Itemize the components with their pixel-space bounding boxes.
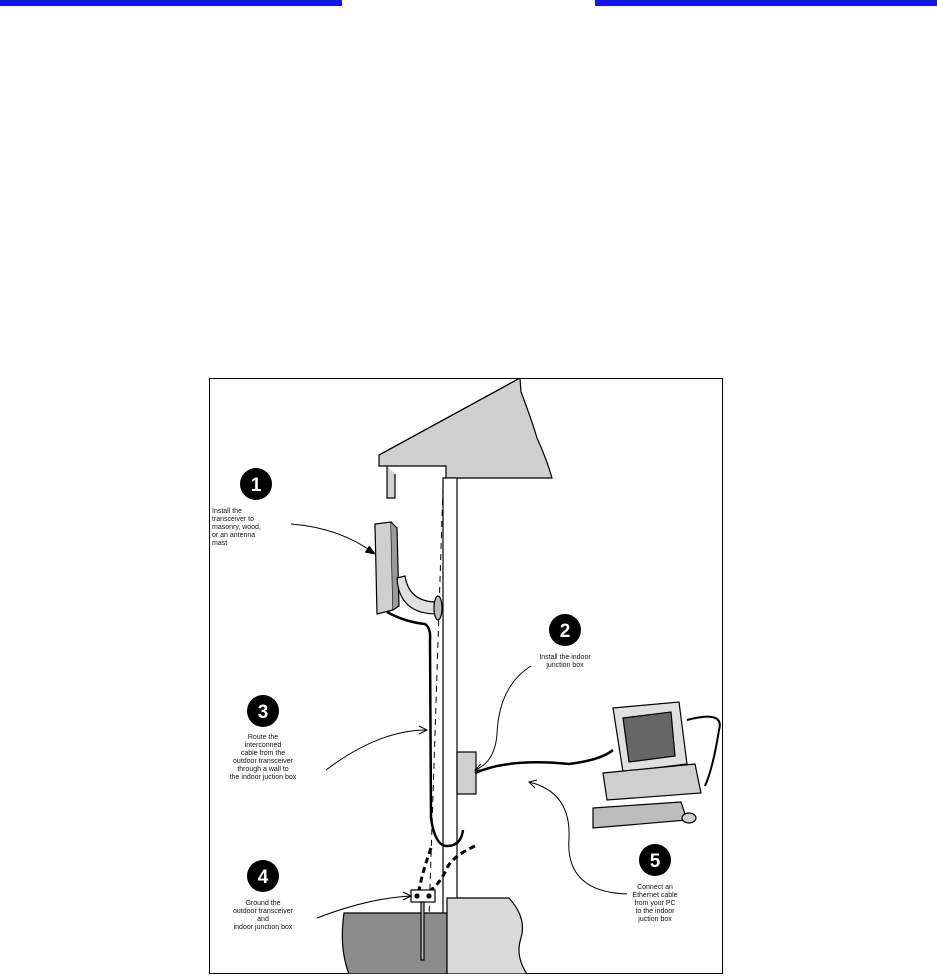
step-4-caption-line-4: indoor junction box (234, 924, 293, 931)
step-4-caption-line-1: Ground the (245, 900, 280, 907)
ethernet-cable (474, 749, 614, 775)
installation-diagram: 1 Install the transceiver to masonry, wo… (209, 378, 723, 974)
ground-clamp (410, 844, 476, 961)
step-5-caption-line-4: to the indoor (636, 908, 676, 915)
step-2-number: 2 (560, 621, 571, 642)
step-5-badge (639, 844, 671, 876)
step-4-badge (247, 860, 279, 892)
step-5: 5 Connect an Ethernet cable from your PC… (632, 844, 678, 923)
step-3-caption-line-1: Route the (248, 734, 278, 741)
step-4-number: 4 (258, 867, 269, 888)
step-1-caption-line-2: transceiver to (212, 516, 254, 523)
step-5-number: 5 (650, 851, 661, 872)
step-3-caption-line-6: the indoor juction box (230, 774, 297, 781)
step-1-caption-line-4: or an antenna (212, 532, 255, 539)
header-rule-right (595, 0, 937, 6)
step-3: 3 Route the interconned cable from the o… (230, 695, 297, 781)
step-4: 4 Ground the outdoor transceiver and ind… (233, 860, 294, 931)
step-3-caption-line-5: through a wall to (237, 766, 288, 773)
step-2-caption-line-1: Install the indoor (539, 654, 591, 661)
roof-eave (378, 378, 553, 499)
step-3-caption-line-4: outdoor transceiver (233, 758, 294, 765)
step-3-badge (247, 695, 279, 727)
indoor-junction-box (456, 751, 477, 795)
step-2-caption-line-2: junction box (545, 662, 584, 669)
step-5-caption-line-5: juction box (637, 916, 672, 923)
step-3-caption-line-3: cable from the (241, 750, 285, 757)
step-5-caption-line-3: from your PC (634, 900, 675, 907)
step-2-badge (549, 614, 581, 646)
leader-arrows (290, 523, 628, 919)
step-1-badge (240, 468, 272, 500)
step-3-number: 3 (258, 702, 269, 723)
step-5-caption-line-2: Ethernet cable (632, 892, 677, 899)
step-1: 1 Install the transceiver to masonry, wo… (212, 468, 272, 547)
step-1-caption-line-5: mast (212, 540, 227, 547)
interconnect-cable (386, 610, 465, 848)
header-rule-left (0, 0, 342, 6)
step-4-caption-line-2: outdoor transceiver (233, 908, 294, 915)
outdoor-transceiver (374, 521, 443, 621)
step-2: 2 Install the indoor junction box (539, 614, 591, 669)
step-3-caption-line-2: interconned (245, 742, 282, 749)
pc-computer (592, 701, 702, 829)
step-5-caption-line-1: Connect an (637, 884, 673, 891)
step-1-caption-line-1: Install the (212, 508, 242, 515)
step-1-caption-line-3: masonry, wood, (212, 524, 261, 531)
step-4-caption-line-3: and (257, 916, 269, 923)
step-1-number: 1 (251, 475, 262, 496)
